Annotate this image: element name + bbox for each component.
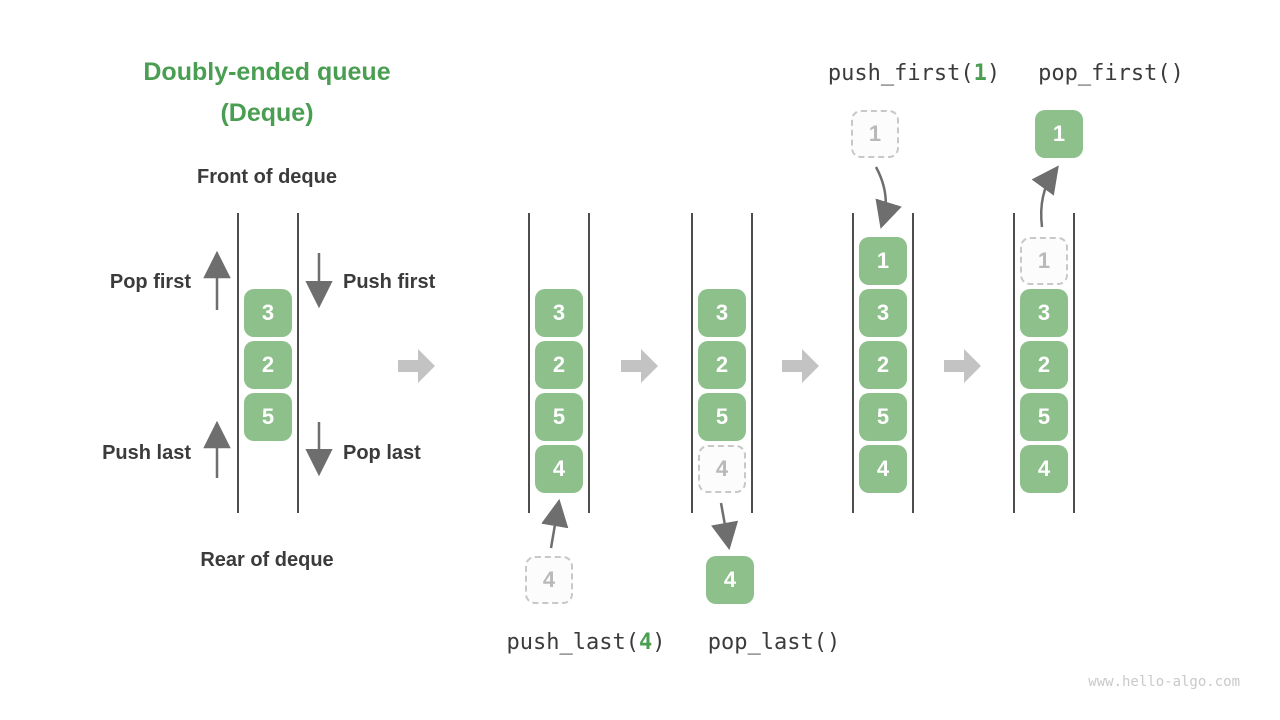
queue-cell: 3 bbox=[1020, 289, 1068, 337]
queue-cell: 3 bbox=[698, 289, 746, 337]
code-text: push_last( bbox=[506, 630, 639, 655]
queue-wall-left bbox=[852, 213, 854, 513]
queue-cell-ghost: 4 bbox=[698, 445, 746, 493]
push-first-label: Push first bbox=[343, 271, 436, 293]
step-arrow bbox=[944, 349, 981, 383]
queue-cell: 4 bbox=[1020, 445, 1068, 493]
pop-first-label: Pop first bbox=[109, 271, 191, 293]
code-text: ) bbox=[986, 61, 1001, 86]
queue-cell: 2 bbox=[535, 341, 583, 389]
queue-initial: 3 2 5 bbox=[237, 213, 299, 513]
queue-cell: 2 bbox=[698, 341, 746, 389]
queue-pop-first: 1 3 2 5 4 bbox=[1013, 213, 1075, 513]
code-text: pop_last() bbox=[707, 630, 841, 655]
code-text: pop_first() bbox=[1038, 61, 1184, 86]
push-first-source-cell: 1 bbox=[851, 110, 899, 158]
queue-cell: 5 bbox=[535, 393, 583, 441]
page-title: Doubly-ended queue (Deque) bbox=[97, 52, 437, 134]
queue-wall-left bbox=[691, 213, 693, 513]
queue-cell: 5 bbox=[698, 393, 746, 441]
push-last-label: Push last bbox=[102, 442, 191, 464]
push-last-code-label: push_last(4) bbox=[456, 630, 716, 655]
queue-pop-last: 3 2 5 4 bbox=[691, 213, 753, 513]
push-last-source-cell: 4 bbox=[525, 556, 573, 604]
step-arrow bbox=[782, 349, 819, 383]
queue-after-push-last: 3 2 5 4 bbox=[528, 213, 590, 513]
title-line-2: (Deque) bbox=[220, 99, 314, 127]
queue-wall-left bbox=[237, 213, 239, 513]
queue-wall-left bbox=[1013, 213, 1015, 513]
front-of-deque-label: Front of deque bbox=[197, 166, 337, 188]
rear-of-deque-label: Rear of deque bbox=[200, 549, 334, 571]
queue-cell: 4 bbox=[535, 445, 583, 493]
queue-cell: 3 bbox=[535, 289, 583, 337]
queue-cell: 2 bbox=[859, 341, 907, 389]
queue-cell: 5 bbox=[1020, 393, 1068, 441]
queue-wall-right bbox=[1073, 213, 1075, 513]
pop-last-label: Pop last bbox=[343, 442, 421, 464]
pop-first-result-cell: 1 bbox=[1035, 110, 1083, 158]
step-arrow bbox=[398, 349, 435, 383]
code-text: push_first( bbox=[827, 61, 974, 86]
pop-last-result-cell: 4 bbox=[706, 556, 754, 604]
queue-cell: 2 bbox=[244, 341, 292, 389]
watermark: www.hello-algo.com bbox=[1088, 674, 1240, 690]
queue-wall-right bbox=[751, 213, 753, 513]
code-arg: 4 bbox=[638, 630, 653, 655]
queue-cell-ghost: 1 bbox=[1020, 237, 1068, 285]
queue-cell: 5 bbox=[859, 393, 907, 441]
title-line-1: Doubly-ended queue bbox=[143, 58, 391, 86]
queue-wall-right bbox=[912, 213, 914, 513]
queue-wall-right bbox=[297, 213, 299, 513]
push-last-transfer-arrow bbox=[541, 498, 569, 549]
code-text: ) bbox=[652, 630, 666, 655]
queue-cell: 2 bbox=[1020, 341, 1068, 389]
push-first-code-label: push_first(1) bbox=[784, 61, 1044, 86]
pop-last-code-label: pop_last() bbox=[644, 630, 904, 655]
queue-cell: 3 bbox=[244, 289, 292, 337]
step-arrow bbox=[621, 349, 658, 383]
code-arg: 1 bbox=[973, 61, 987, 86]
queue-cell: 3 bbox=[859, 289, 907, 337]
queue-cell: 5 bbox=[244, 393, 292, 441]
queue-wall-left bbox=[528, 213, 530, 513]
queue-cell: 4 bbox=[859, 445, 907, 493]
queue-cell: 1 bbox=[859, 237, 907, 285]
queue-after-push-first: 1 3 2 5 4 bbox=[852, 213, 914, 513]
queue-wall-right bbox=[588, 213, 590, 513]
pop-first-code-label: pop_first() bbox=[981, 61, 1241, 86]
